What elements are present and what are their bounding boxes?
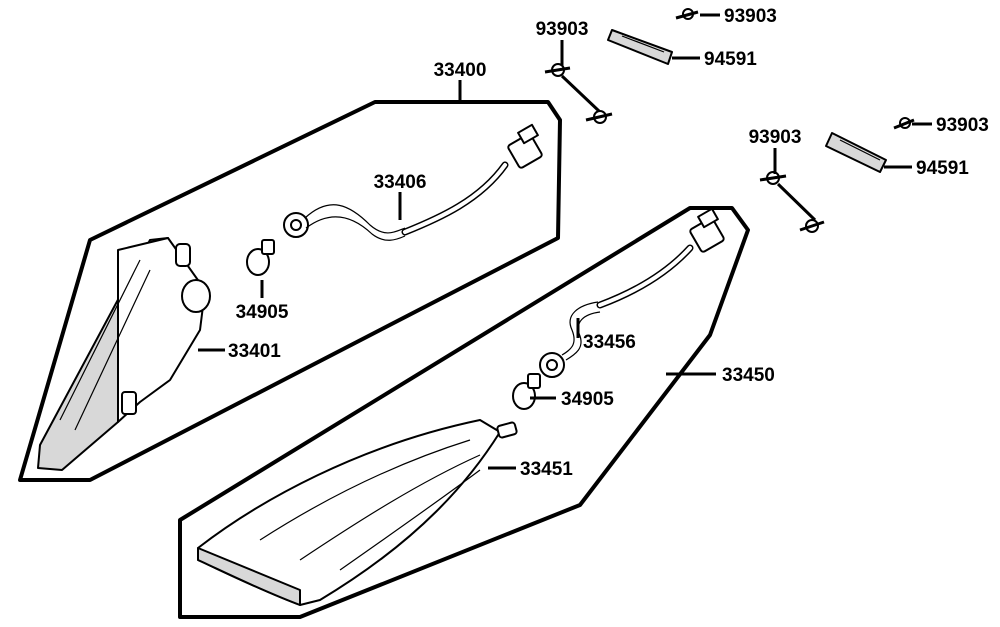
label-harness-right: 33456 (583, 332, 636, 353)
screw-small-right (893, 117, 915, 130)
plate-right (825, 132, 887, 173)
right-lens-part (197, 419, 518, 606)
plate-top (607, 29, 673, 65)
label-bulb-left: 34905 (236, 302, 289, 323)
screw-small-top (675, 8, 699, 20)
label-lens-left: 33401 (228, 341, 281, 362)
label-plate-2: 94591 (916, 158, 969, 179)
left-harness-part (283, 123, 543, 241)
leader-lines (198, 13, 932, 470)
label-plate-1: 94591 (704, 49, 757, 70)
label-screw-1: 93903 (536, 19, 589, 40)
label-bulb-right: 34905 (561, 389, 614, 410)
screw-group-top (544, 63, 613, 124)
label-assy-right: 33450 (722, 365, 775, 386)
left-assembly-outline (18, 100, 562, 482)
label-lens-right: 33451 (520, 459, 573, 480)
right-assembly-outline (178, 206, 750, 619)
screw-group-right (759, 171, 825, 233)
label-harness-left: 33406 (374, 172, 427, 193)
label-screw-2: 93903 (724, 6, 777, 27)
left-lens-part (37, 237, 211, 471)
label-screw-4: 93903 (936, 115, 989, 136)
label-screw-3: 93903 (749, 127, 802, 148)
label-assy-left: 33400 (434, 60, 487, 81)
left-bulb-part (246, 239, 275, 276)
right-harness-part (539, 207, 725, 378)
right-bulb-part (512, 373, 541, 410)
